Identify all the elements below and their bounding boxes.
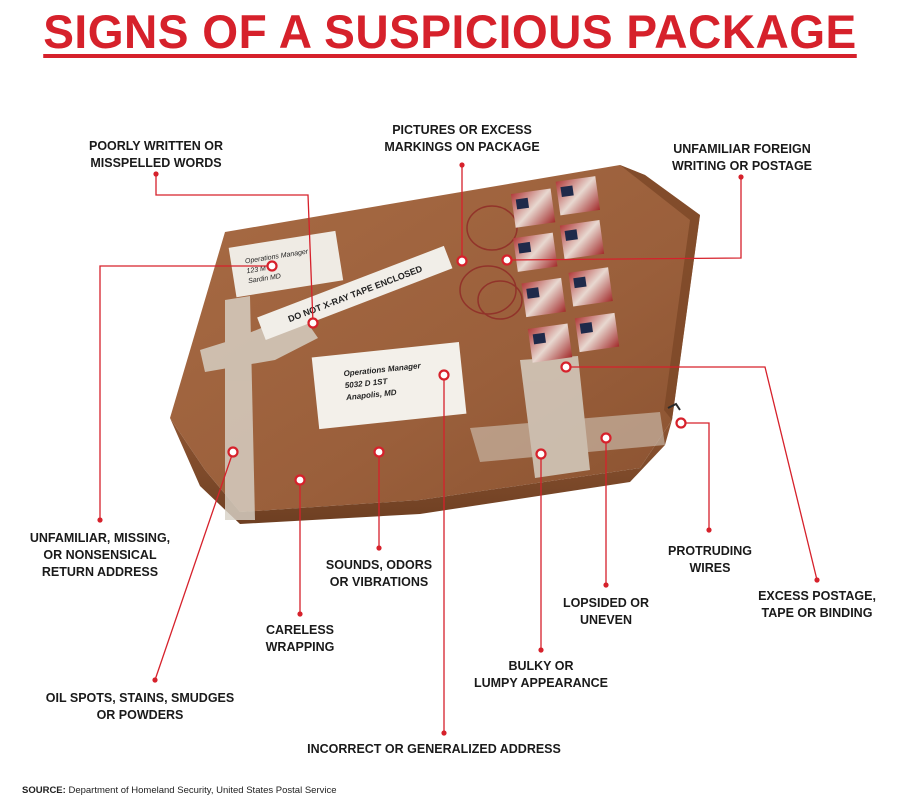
callout-return-address: UNFAMILIAR, MISSING, OR NONSENSICAL RETU…: [29, 531, 171, 579]
callout-pictures-markings: PICTURES OR EXCESS MARKINGS ON PACKAGE: [384, 123, 540, 154]
return-address-label: Operations Manager 123 M Sardin MD: [228, 230, 344, 298]
circle-markings: [459, 205, 523, 320]
source-label: SOURCE:: [22, 785, 66, 796]
callout-protruding-wires: PROTRUDING WIRES: [667, 544, 753, 575]
tape-strips: [200, 296, 665, 520]
marker-rings: [227, 254, 687, 486]
callout-poorly-written: POORLY WRITTEN OR MISSPELLED WORDS: [88, 139, 224, 170]
page-title: SIGNS OF A SUSPICIOUS PACKAGE: [43, 5, 857, 58]
leader-end-dots: [97, 162, 820, 736]
svg-text:123 M: 123 M: [246, 265, 266, 275]
source-note: SOURCE: Department of Homeland Security,…: [22, 785, 337, 796]
callout-excess-postage: EXCESS POSTAGE, TAPE OR BINDING: [758, 589, 876, 620]
callout-lopsided: LOPSIDED OR UNEVEN: [562, 596, 650, 627]
callout-careless-wrapping: CARELESS WRAPPING: [265, 623, 335, 654]
wire: [667, 402, 681, 411]
callout-sounds-odors: SOUNDS, ODORS OR VIBRATIONS: [325, 558, 433, 589]
source-text: Department of Homeland Security, United …: [68, 785, 337, 796]
callout-incorrect-address: INCORRECT OR GENERALIZED ADDRESS: [307, 742, 561, 756]
callout-bulky: BULKY OR LUMPY APPEARANCE: [473, 659, 609, 690]
callout-foreign-writing: UNFAMILIAR FOREIGN WRITING OR POSTAGE: [671, 142, 813, 173]
postage-stamps: [510, 176, 620, 363]
recipient-address-label: Operations Manager 5032 D 1ST Anapolis, …: [311, 342, 467, 430]
leader-lines: [99, 165, 818, 733]
callout-oil-spots: OIL SPOTS, STAINS, SMUDGES OR POWDERS: [45, 691, 235, 722]
